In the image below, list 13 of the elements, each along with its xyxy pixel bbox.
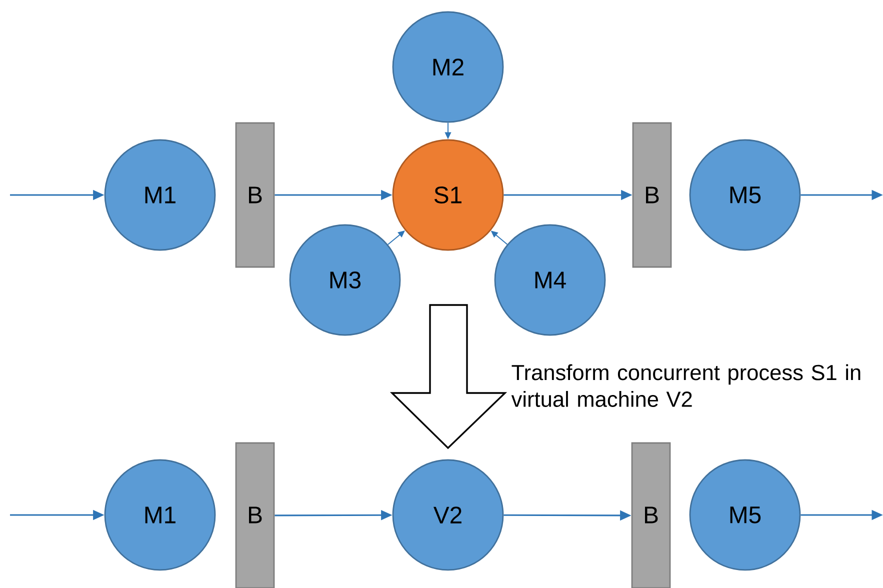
buffer-bar: B xyxy=(235,122,275,268)
circle-node: M5 xyxy=(689,459,801,571)
circle-node: V2 xyxy=(392,459,504,571)
buffer-bar: B xyxy=(632,122,672,268)
note-text: Transform concurrent process S1 in virtual machine V2 xyxy=(511,364,860,407)
circle-node: M3 xyxy=(289,224,401,336)
circle-node: M4 xyxy=(494,224,606,336)
circle-node: M1 xyxy=(104,459,216,571)
circle-node: M2 xyxy=(392,11,504,123)
circle-node: M1 xyxy=(104,139,216,251)
circle-node: M5 xyxy=(689,139,801,251)
buffer-bar: B xyxy=(631,442,671,588)
buffer-bar: B xyxy=(235,442,275,588)
